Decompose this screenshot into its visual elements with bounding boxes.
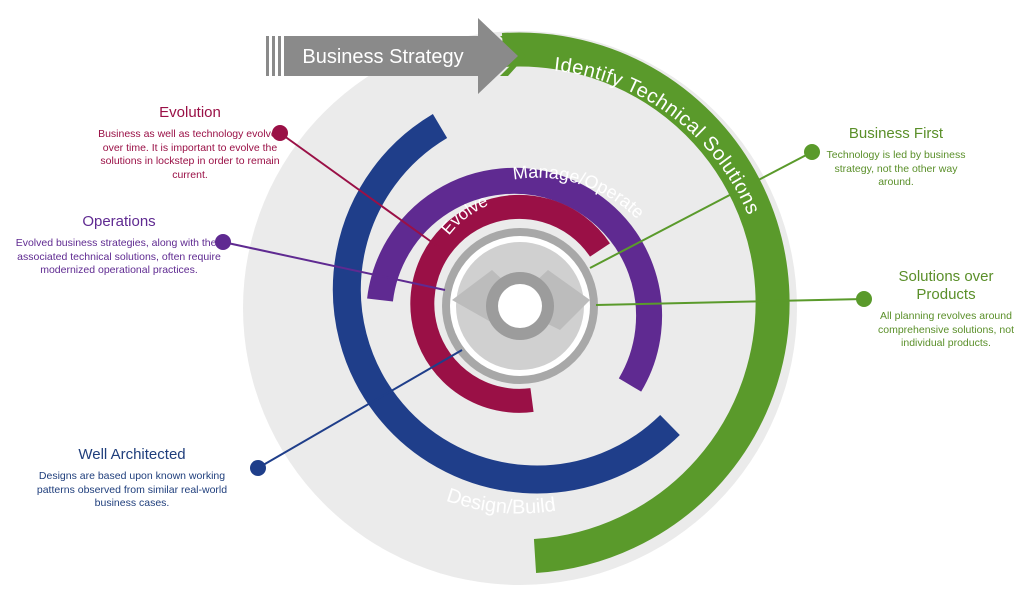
connectors xyxy=(222,132,865,469)
arrow-shape xyxy=(284,18,518,94)
business-first-body: Technology is led by business strategy, … xyxy=(826,149,966,189)
evolution-dot xyxy=(272,125,288,141)
solutions-connector xyxy=(595,298,865,306)
solutions-dot xyxy=(856,291,872,307)
solutions-over-products-annotation: Solutions over Products All planning rev… xyxy=(878,268,1014,351)
business-first-dot xyxy=(804,144,820,160)
arrow-label: Business Strategy xyxy=(302,46,463,68)
evolve-ring xyxy=(410,194,610,413)
operations-title: Operations xyxy=(82,213,156,230)
evolution-connector xyxy=(279,132,441,249)
central-hub xyxy=(442,228,598,384)
well-architected-dot xyxy=(250,460,266,476)
evolution-body: Business as well as technology evolves o… xyxy=(98,128,282,181)
solutions-over-products-body: All planning revolves around comprehensi… xyxy=(878,310,1014,350)
operations-connector xyxy=(222,241,446,291)
well-architected-title: Well Architected xyxy=(78,446,186,463)
well-architected-connector xyxy=(257,349,463,469)
design-ring xyxy=(332,113,680,494)
business-strategy-arrow: Business Strategy xyxy=(266,18,526,94)
evolution-annotation: Evolution Business as well as technology… xyxy=(98,104,282,183)
solutions-over-products-title: Solutions over Products xyxy=(898,268,994,303)
business-first-annotation: Business First Technology is led by busi… xyxy=(816,125,976,190)
identify-ring xyxy=(501,32,790,573)
well-architected-body: Designs are based upon known working pat… xyxy=(36,470,228,510)
evolution-title: Evolution xyxy=(159,104,221,121)
well-architected-annotation: Well Architected Designs are based upon … xyxy=(32,446,232,511)
business-first-title: Business First xyxy=(848,125,944,142)
operations-body: Evolved business strategies, along with … xyxy=(15,237,223,277)
manage-ring xyxy=(367,167,663,392)
arrow-accent xyxy=(500,36,526,76)
business-first-connector xyxy=(589,151,813,269)
operations-annotation: Operations Evolved business strategies, … xyxy=(12,213,226,278)
operations-dot xyxy=(215,234,231,250)
